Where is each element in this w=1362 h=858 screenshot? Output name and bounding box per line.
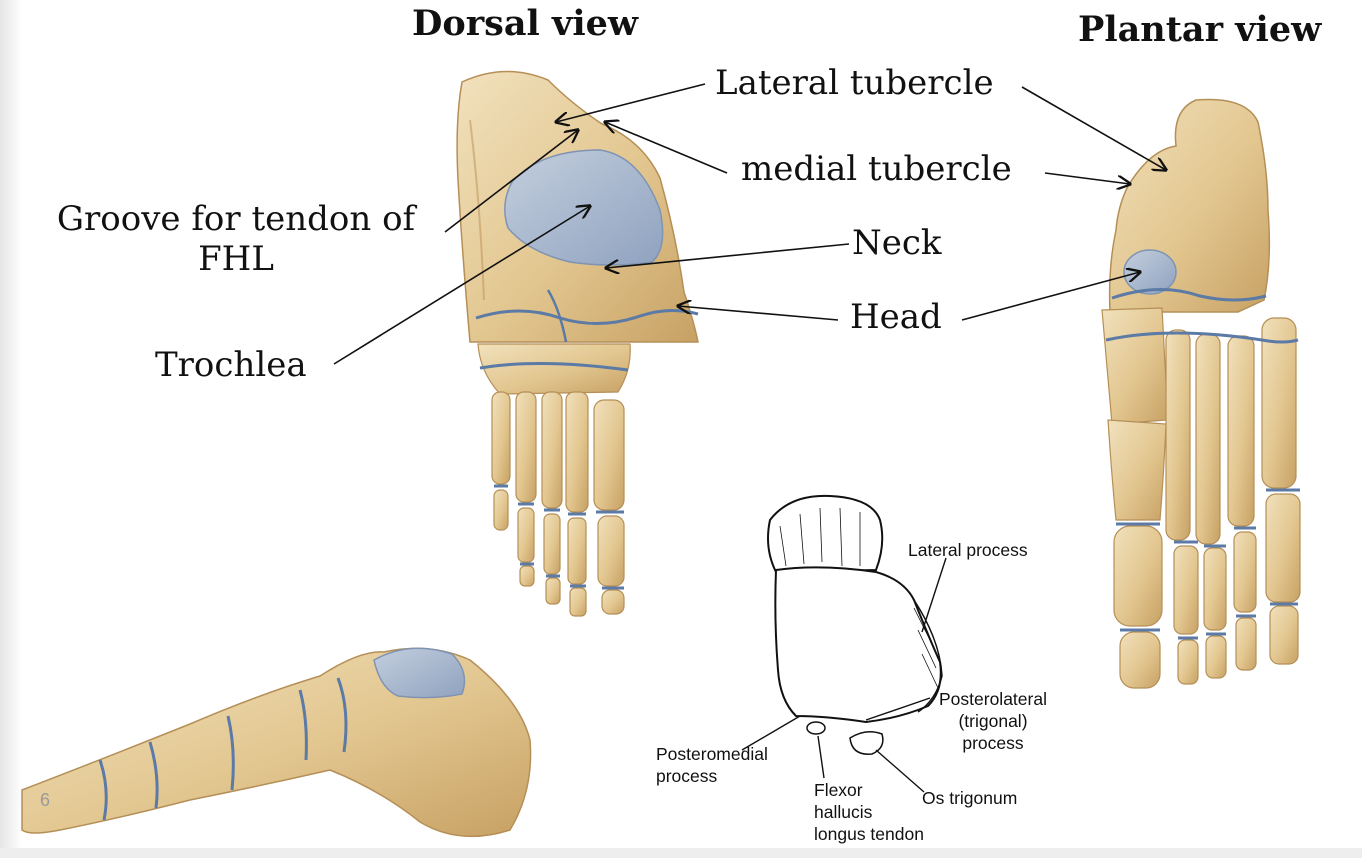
label-posterolateral-line-1: Posterolateral: [939, 689, 1047, 709]
talus-line-diagram: [767, 494, 943, 755]
dorsal-view-title: Dorsal view: [412, 3, 639, 44]
label-posteromedial-line-2: process: [656, 765, 718, 786]
bottom-margin-bar: [0, 848, 1362, 858]
dorsal-forefoot-joints: [479, 361, 629, 590]
label-groove-fhl: Groove for tendon of FHL: [38, 199, 434, 279]
label-os-trigonum: Os trigonum: [922, 788, 1018, 808]
label-neck: Neck: [852, 223, 942, 263]
label-lateral-process: Lateral process: [908, 540, 1028, 560]
label-posterolateral-process: Posterolateral (trigonal) process: [918, 689, 1068, 755]
label-posteromedial-line-1: Posteromedial: [656, 744, 768, 764]
dorsal-talus-illustration: [455, 70, 703, 343]
label-groove-line-1: Groove for tendon of: [56, 199, 416, 239]
label-flexor-line-1: Flexor: [814, 780, 863, 800]
label-posterolateral-line-2: (trigonal): [958, 710, 1028, 731]
lateral-foot-illustration: [21, 647, 532, 838]
label-head: Head: [850, 297, 942, 337]
label-medial-tubercle: medial tubercle: [741, 149, 1012, 189]
dorsal-forefoot-illustration: [477, 343, 631, 617]
left-margin-bar: [0, 0, 22, 858]
plantar-foot-illustration: [1101, 98, 1301, 689]
label-posteromedial-process: Posteromedial process: [656, 744, 768, 788]
label-posterolateral-line-3: process: [962, 732, 1024, 753]
label-trochlea: Trochlea: [155, 345, 307, 385]
label-flexor-line-2: hallucis: [814, 801, 873, 822]
annotation-arrows: [333, 83, 1166, 793]
page-number: 6: [40, 790, 51, 810]
plantar-view-title: Plantar view: [1078, 9, 1322, 50]
label-flexor-hallucis-longus-tendon: Flexor hallucis longus tendon: [814, 780, 924, 846]
label-flexor-line-3: longus tendon: [814, 823, 924, 844]
label-groove-line-2: FHL: [198, 238, 274, 279]
label-lateral-tubercle: Lateral tubercle: [715, 63, 994, 103]
